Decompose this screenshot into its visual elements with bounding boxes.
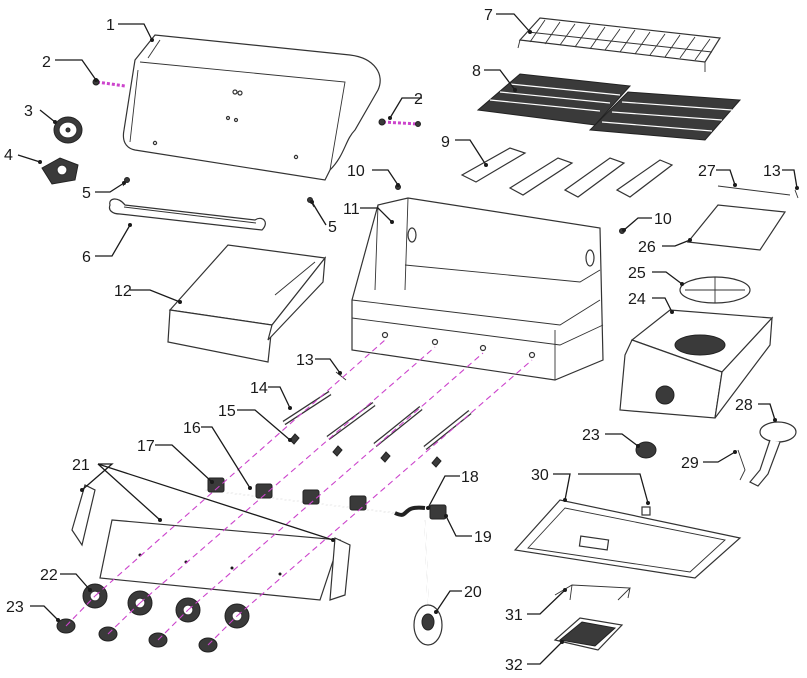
callout-24: 24	[628, 291, 646, 308]
callout-13-right: 13	[763, 163, 781, 180]
callout-7: 7	[484, 7, 493, 24]
part-hood	[122, 34, 381, 181]
callout-26: 26	[638, 239, 656, 256]
callout-25: 25	[628, 265, 646, 282]
callout-14: 14	[250, 380, 268, 397]
callout-5-left: 5	[82, 185, 91, 202]
part-grease-cup	[553, 617, 624, 651]
part-tray-holder	[554, 584, 632, 601]
part-side-valve	[429, 504, 447, 520]
callout-10-left: 10	[347, 163, 365, 180]
callout-30: 30	[531, 467, 549, 484]
part-screw-right	[378, 118, 421, 127]
callout-17: 17	[137, 438, 155, 455]
callout-22: 22	[40, 567, 58, 584]
callout-21: 21	[72, 457, 90, 474]
part-valves	[207, 477, 367, 511]
callout-5-right: 5	[328, 219, 337, 236]
part-control-panel	[71, 484, 351, 601]
callout-19: 19	[474, 529, 492, 546]
part-rod-13-right	[794, 189, 799, 199]
callout-32: 32	[505, 657, 523, 674]
callout-16: 16	[183, 420, 201, 437]
leader-lines	[17, 13, 798, 665]
part-hose	[394, 505, 426, 517]
callout-1: 1	[106, 17, 115, 34]
part-rod-13-left	[335, 371, 347, 381]
callout-31: 31	[505, 607, 523, 624]
part-side-shelf	[167, 244, 327, 363]
part-side-burner	[749, 421, 797, 487]
callout-27: 27	[698, 163, 716, 180]
callout-10-right: 10	[654, 211, 672, 228]
callout-11: 11	[343, 201, 360, 218]
part-flame-tamers	[460, 147, 674, 198]
part-side-burner-box	[619, 309, 774, 419]
leader-end-dots	[38, 30, 799, 644]
part-regulator	[413, 519, 443, 646]
callout-9: 9	[441, 134, 450, 151]
part-bezel	[41, 157, 79, 185]
callout-8: 8	[472, 63, 481, 80]
part-handle	[108, 198, 266, 231]
callout-2-left: 2	[42, 54, 51, 71]
callout-13-left: 13	[296, 352, 314, 369]
part-side-grate	[679, 276, 751, 304]
callout-6: 6	[82, 249, 91, 266]
assembly-guide-lines	[65, 339, 533, 646]
callout-15: 15	[218, 403, 236, 420]
part-warming-rack	[517, 17, 722, 72]
part-hinge-rod	[717, 185, 791, 196]
callout-labels: 1 2 2 3 4 5 5 6 7 8 9 10 10 11 12 13 13 …	[4, 7, 781, 674]
part-side-lid	[686, 204, 787, 251]
part-firebox	[351, 197, 604, 381]
part-side-electrode	[737, 449, 746, 481]
callout-28: 28	[735, 397, 753, 414]
callout-12: 12	[114, 283, 132, 300]
callout-23-left: 23	[6, 599, 24, 616]
callout-3: 3	[24, 103, 33, 120]
part-electrodes	[289, 433, 442, 468]
part-thermometer	[53, 116, 83, 144]
callout-20: 20	[464, 584, 482, 601]
callout-2-right: 2	[414, 91, 423, 108]
callout-18: 18	[461, 469, 479, 486]
part-drip-tray	[513, 499, 742, 579]
part-burners	[282, 390, 472, 450]
part-cooking-grates	[476, 73, 742, 141]
callout-4: 4	[4, 147, 13, 164]
callout-29: 29	[681, 455, 699, 472]
callout-23-right: 23	[582, 427, 600, 444]
